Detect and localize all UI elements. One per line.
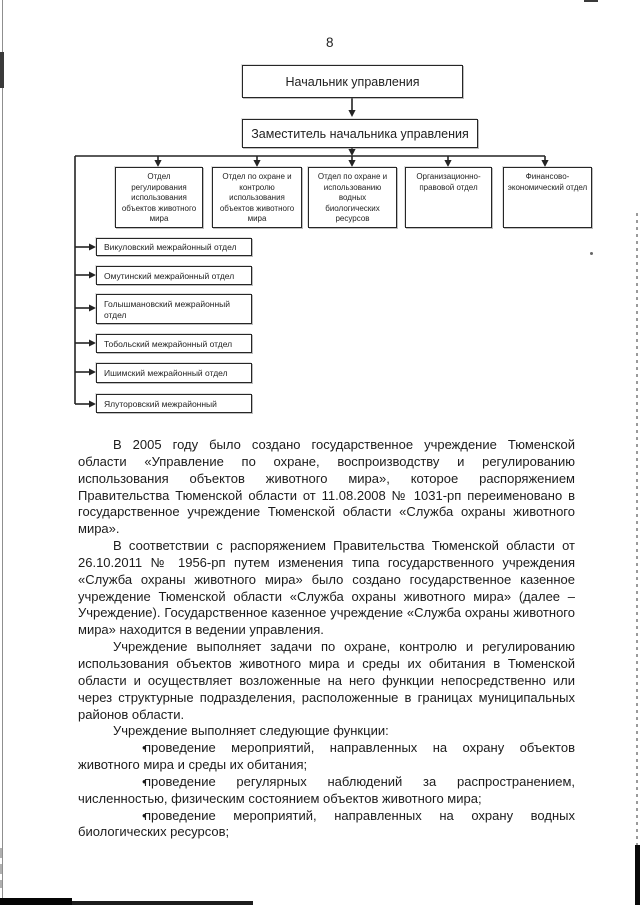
org-box-deputy: Заместитель начальника управления [242, 119, 478, 148]
page-number: 8 [326, 35, 334, 50]
org-box-dept-legal: Организационно-правовой отдел [405, 167, 492, 228]
bullet-item: •проведение регулярных наблюдений за рас… [78, 774, 575, 808]
scan-dotted-line-right [636, 213, 638, 845]
scan-smudge-left [0, 52, 4, 88]
org-box-dept-regulation: Отдел регулирования использования объект… [115, 167, 203, 228]
org-box-district-yalutorovsky: Ялуторовский межрайонный [96, 394, 252, 413]
bullet-item: •проведение мероприятий, направленных на… [78, 808, 575, 842]
org-box-district-golyshmanovsky: Голышмановский межрайонный отдел [96, 294, 252, 324]
org-box-dept-water-bioresources: Отдел по охране и использованию водных б… [308, 167, 397, 228]
org-box-district-omutinsky: Омутинский межрайонный отдел [96, 266, 252, 285]
paragraph-history-2005: В 2005 году было создано государственное… [78, 437, 575, 537]
org-box-dept-protection-control: Отдел по охране и контролю использования… [212, 167, 302, 228]
scan-bar-bottom-left [0, 898, 72, 905]
bullet-icon: • [142, 740, 147, 756]
paragraph-functions-intro: Учреждение выполняет следующие функции: [113, 723, 389, 739]
org-box-district-ishimsky: Ишимский межрайонный отдел [96, 363, 252, 383]
bullet-text: проведение мероприятий, направленных на … [78, 740, 575, 773]
bullet-text: проведение мероприятий, направленных на … [78, 807, 575, 840]
bullet-item: •проведение мероприятий, направленных на… [78, 740, 575, 774]
org-box-district-tobolsky: Тобольский межрайонный отдел [96, 334, 252, 353]
org-box-dept-finance: Финансово-экономический отдел [503, 167, 592, 228]
paragraph-tasks: Учреждение выполняет задачи по охране, к… [78, 639, 575, 722]
scan-dot-right [590, 252, 593, 255]
body-text: В 2005 году было создано государственное… [78, 437, 575, 841]
bullet-icon: • [142, 773, 147, 789]
scan-bar-bottom-left-2 [72, 901, 253, 905]
paragraph-reorg-2011: В соответствии с распоряжением Правитель… [78, 538, 575, 638]
scan-edge-left-line [2, 0, 3, 905]
org-box-district-vikulovsky: Викуловский межрайонный отдел [96, 238, 252, 256]
org-box-chief: Начальник управления [242, 65, 463, 98]
scan-ticks-left [0, 848, 2, 888]
scan-dash-top-right [584, 0, 598, 2]
bullet-text: проведение регулярных наблюдений за расп… [78, 773, 575, 806]
bullet-icon: • [142, 807, 147, 823]
scan-block-bottom-right [635, 845, 640, 905]
